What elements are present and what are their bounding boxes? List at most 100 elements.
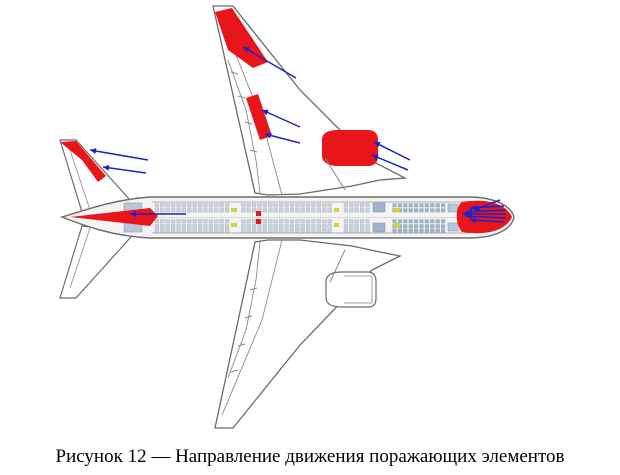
lavatory-block [372, 222, 386, 233]
seat [160, 219, 165, 224]
seat [306, 224, 311, 229]
seat [414, 224, 419, 229]
seat [214, 224, 219, 229]
lower-wing-trailing-edge-line [227, 241, 261, 379]
seat [208, 224, 213, 229]
seat [257, 228, 262, 233]
seat [246, 224, 251, 229]
seat [327, 208, 332, 213]
lower-engine-outline [325, 271, 377, 308]
fuselage [59, 196, 515, 239]
seat [241, 203, 246, 208]
seat [198, 203, 203, 208]
seat [203, 219, 208, 224]
seat [435, 203, 440, 208]
seat [343, 219, 348, 224]
seat [397, 219, 402, 224]
seat [252, 224, 257, 229]
seat [295, 228, 300, 233]
seat [322, 203, 327, 208]
flap-track [237, 95, 246, 99]
seat [360, 219, 365, 224]
seat [311, 203, 316, 208]
tail [59, 139, 140, 299]
seat [403, 228, 408, 233]
seat [311, 224, 316, 229]
seat [154, 228, 159, 233]
seat [203, 228, 208, 233]
seat [181, 203, 186, 208]
seat [365, 203, 370, 208]
fragment-vector-arrowhead [262, 109, 269, 116]
lower-wing-spar [221, 239, 283, 416]
engine-pylon [329, 249, 346, 283]
seat [403, 203, 408, 208]
seat [192, 203, 197, 208]
seat [214, 203, 219, 208]
seat [219, 219, 224, 224]
seat [181, 224, 186, 229]
fragment-direction-vectors [89, 46, 507, 224]
seat [311, 208, 316, 213]
seat [435, 208, 440, 213]
seat [160, 208, 165, 213]
seat [354, 208, 359, 213]
seat [176, 224, 181, 229]
seat [252, 228, 257, 233]
exit-marker [334, 208, 339, 212]
seat [252, 219, 257, 224]
seat [403, 224, 408, 229]
seat [295, 224, 300, 229]
fragment-vector-arrowhead [90, 148, 97, 154]
seat [284, 219, 289, 224]
seat [241, 219, 246, 224]
seat [316, 219, 321, 224]
seat [306, 228, 311, 233]
fragment-vector-arrowhead [474, 205, 481, 211]
seat [192, 208, 197, 213]
seat [176, 219, 181, 224]
fragment-vector-arrowhead [265, 132, 272, 139]
seat [424, 208, 429, 213]
seat [300, 228, 305, 233]
seat [322, 208, 327, 213]
seat [414, 208, 419, 213]
seat [203, 203, 208, 208]
seat [435, 219, 440, 224]
seat [262, 203, 267, 208]
seat [441, 228, 446, 233]
seat [208, 219, 213, 224]
lavatory-block [372, 202, 386, 213]
seat [316, 203, 321, 208]
seat [252, 208, 257, 213]
exit-marker [231, 223, 237, 227]
aircraft-damage-diagram [59, 5, 515, 429]
seat [279, 219, 284, 224]
seat [403, 208, 408, 213]
seat [408, 203, 413, 208]
fragment-vector-line [242, 46, 297, 79]
fragment-vector-arrowhead [470, 217, 477, 224]
seat [354, 228, 359, 233]
seat [225, 219, 230, 224]
seat [424, 203, 429, 208]
seat [176, 208, 181, 213]
fragment-vector-arrowhead [103, 164, 110, 171]
seat [360, 203, 365, 208]
seat [214, 208, 219, 213]
seat [262, 219, 267, 224]
seat [322, 224, 327, 229]
seat [360, 228, 365, 233]
seat [187, 219, 192, 224]
seat [219, 203, 224, 208]
seat [192, 219, 197, 224]
exit-marker [231, 208, 237, 212]
seat [365, 224, 370, 229]
seat [349, 228, 354, 233]
fragment-vector-line [261, 109, 301, 128]
seat [268, 219, 273, 224]
seat [300, 203, 305, 208]
seat [241, 224, 246, 229]
seat [181, 228, 186, 233]
seat [219, 224, 224, 229]
